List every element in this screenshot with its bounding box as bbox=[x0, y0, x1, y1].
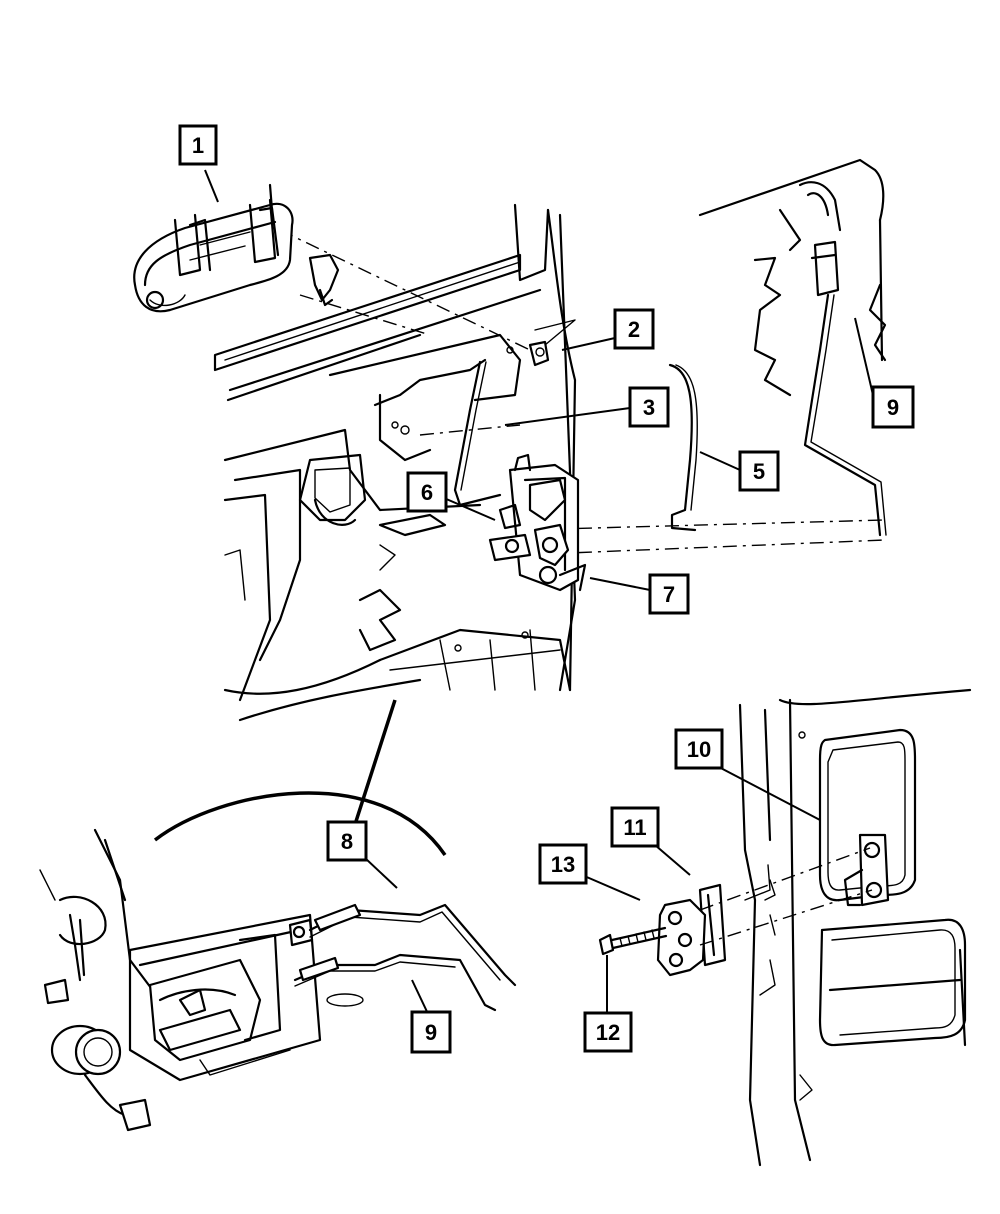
svg-text:9: 9 bbox=[887, 395, 899, 420]
callout-6: 6 bbox=[406, 471, 448, 513]
callout-11: 11 bbox=[610, 806, 660, 848]
inside-handle-detail bbox=[39, 828, 364, 1132]
door-inner-panel bbox=[213, 203, 577, 722]
callout-5: 5 bbox=[738, 450, 780, 492]
svg-text:11: 11 bbox=[623, 815, 646, 840]
svg-text:10: 10 bbox=[687, 737, 711, 762]
callout-leaders bbox=[204, 169, 874, 1019]
detail-callout-arc bbox=[153, 791, 447, 856]
latch-rods bbox=[453, 360, 698, 532]
outside-door-handle bbox=[133, 183, 340, 313]
detail-rods bbox=[293, 903, 517, 1012]
projection-lines bbox=[279, 229, 886, 556]
callout-2: 2 bbox=[613, 308, 655, 350]
callout-8: 8 bbox=[326, 820, 368, 862]
callout-10: 10 bbox=[674, 728, 724, 770]
callout-12: 12 bbox=[583, 1011, 633, 1053]
svg-text:9: 9 bbox=[425, 1020, 437, 1045]
callout-7: 7 bbox=[648, 573, 690, 615]
svg-text:3: 3 bbox=[643, 395, 655, 420]
svg-text:2: 2 bbox=[628, 317, 640, 342]
detail-link-line bbox=[348, 699, 397, 841]
door-latch-assembly bbox=[378, 340, 587, 592]
inset-rod-view bbox=[698, 158, 887, 537]
svg-text:6: 6 bbox=[421, 480, 433, 505]
callout-9-top: 9 bbox=[871, 385, 915, 429]
striker-assembly bbox=[598, 833, 890, 977]
callout-9-bottom: 9 bbox=[410, 1010, 452, 1054]
callout-3: 3 bbox=[628, 386, 670, 428]
callout-1: 1 bbox=[178, 124, 218, 166]
svg-text:8: 8 bbox=[341, 829, 353, 854]
svg-text:13: 13 bbox=[551, 852, 575, 877]
svg-text:12: 12 bbox=[596, 1020, 620, 1045]
striker-body-panel bbox=[738, 688, 972, 1167]
svg-text:5: 5 bbox=[753, 459, 765, 484]
callout-13: 13 bbox=[538, 843, 588, 885]
svg-text:1: 1 bbox=[192, 133, 204, 158]
svg-text:7: 7 bbox=[663, 582, 675, 607]
